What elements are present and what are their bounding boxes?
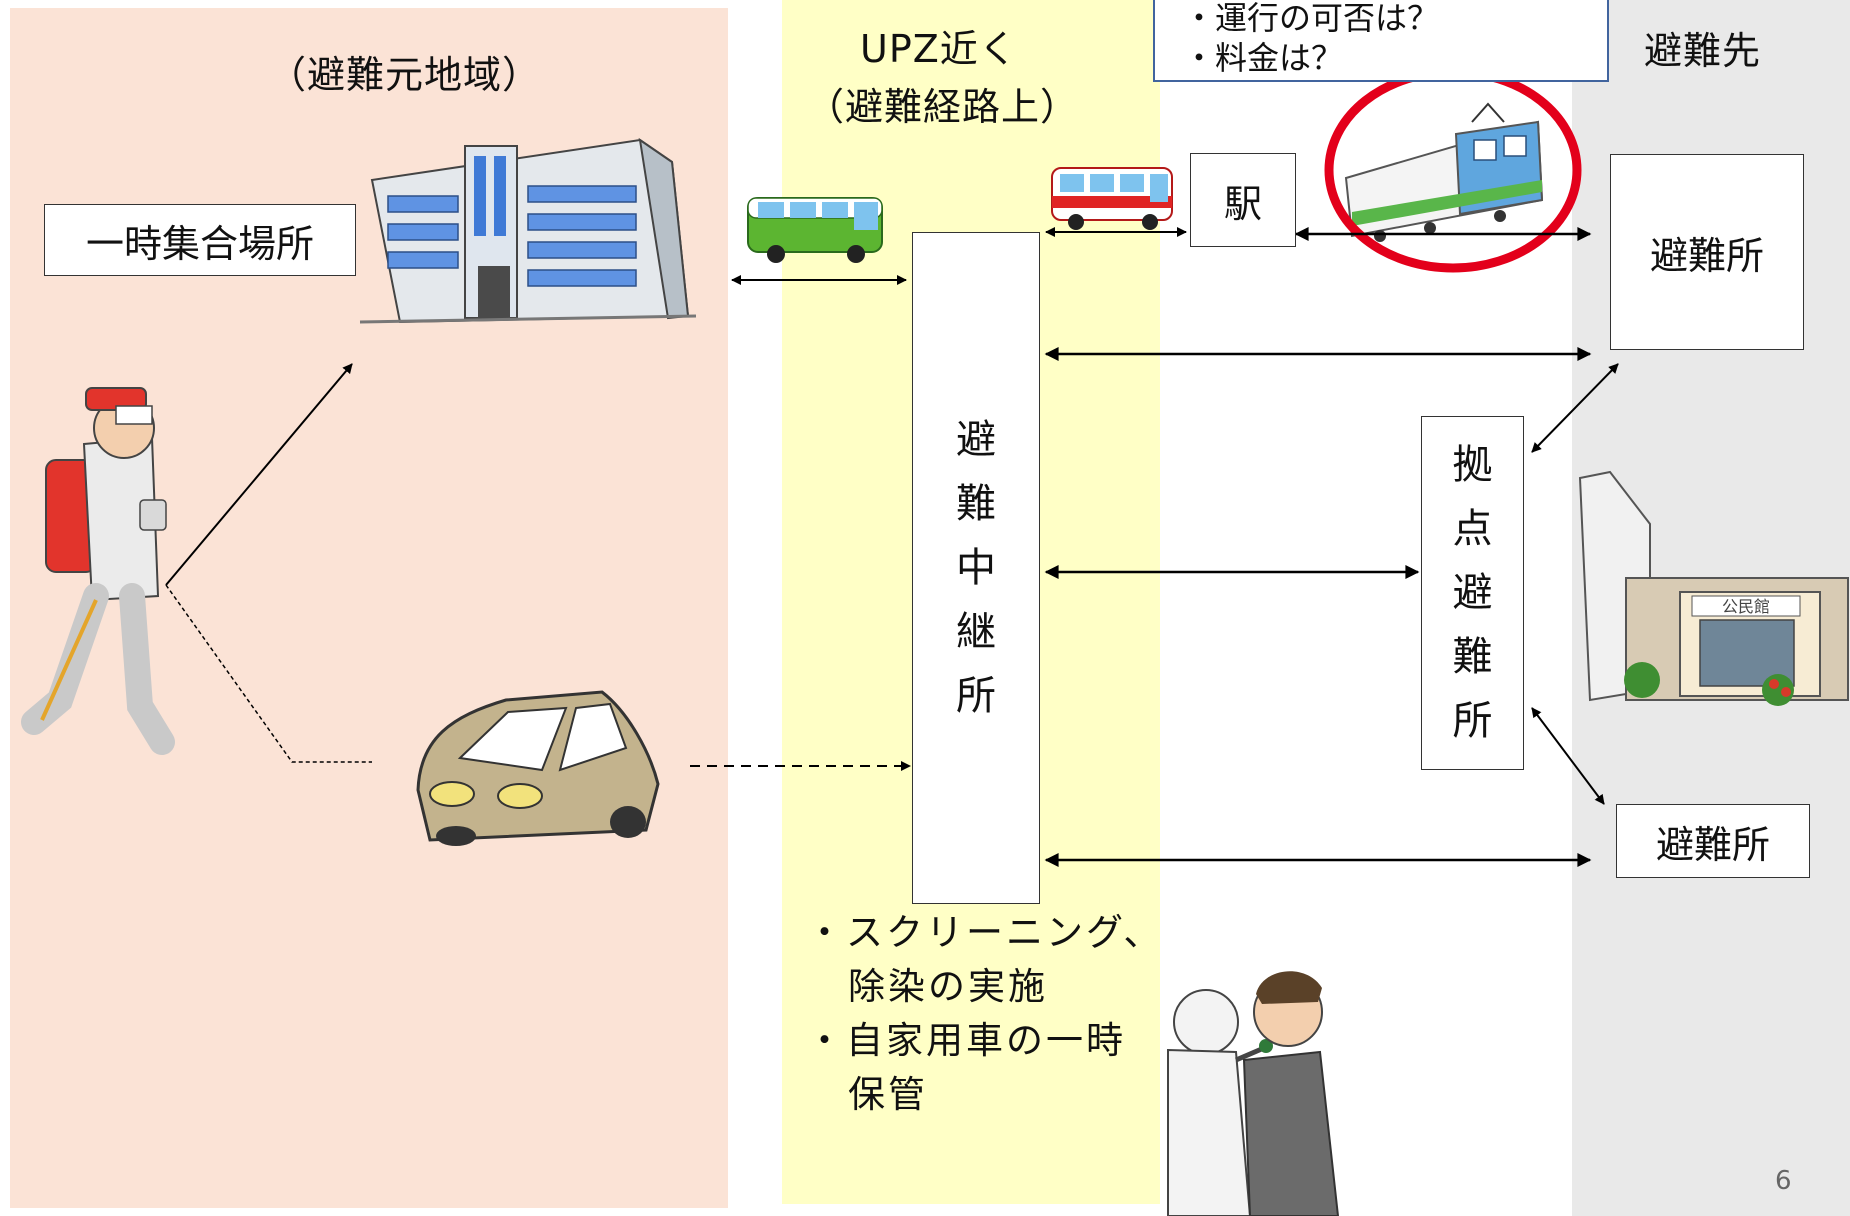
walking-person-icon [21,387,175,755]
train-icon [1344,102,1544,242]
relay-station-box: 避 難 中 継 所 [912,232,1040,904]
station-box: 駅 [1190,153,1296,247]
base-shelter-top-arrow [1531,363,1619,453]
relay-char: 所 [956,673,996,719]
note-line-fare: ・料金は？ [1183,39,1344,77]
destination-zone-title: 避難先 [1644,29,1762,73]
question-note: ・運行の可否は？ ・料金は？ [1153,0,1609,82]
base-shelter-box: 拠 点 避 難 所 [1421,416,1524,770]
walk-to-assembly-arrow [165,363,353,586]
shelter-top-box: 避難所 [1610,154,1804,350]
note-line-operation: ・運行の可否は？ [1183,0,1440,37]
base-shelter-char: 拠 [1452,442,1493,488]
route-zone-subtitle: （避難経路上） [806,85,1080,129]
shelter-bottom-box: 避難所 [1616,804,1810,878]
base-shelter-char: 避 [1452,570,1493,616]
page-number: 6 [1775,1166,1792,1196]
base-shelter-bottom-arrow [1531,707,1605,805]
walk-to-car-line [165,584,372,763]
relay-char: 中 [956,545,996,591]
screening-staff-icon [1167,971,1340,1216]
origin-zone-title: （避難元地域） [268,53,542,97]
base-shelter-char: 難 [1452,634,1493,680]
base-shelter-char: 所 [1452,698,1493,744]
building-icon [359,137,697,324]
relay-note-screening: ・スクリーニング、 [806,911,1164,954]
green-bus-icon [747,197,883,263]
route-zone-title: UPZ近く [860,27,1018,71]
relay-char: 難 [956,481,996,527]
relay-note-car-storage: ・自家用車の一時 [806,1019,1126,1062]
relay-char: 避 [956,417,996,463]
relay-char: 継 [956,609,996,655]
community-hall-icon: 公民館 [1578,470,1849,706]
community-hall-sign: 公民館 [1722,597,1770,616]
red-bus-icon [1051,167,1173,230]
relay-note-storage: 保管 [848,1073,928,1116]
car-icon [416,690,660,846]
assembly-point-box: 一時集合場所 [44,204,356,276]
relay-note-decontamination: 除染の実施 [848,965,1048,1008]
base-shelter-char: 点 [1452,506,1493,552]
